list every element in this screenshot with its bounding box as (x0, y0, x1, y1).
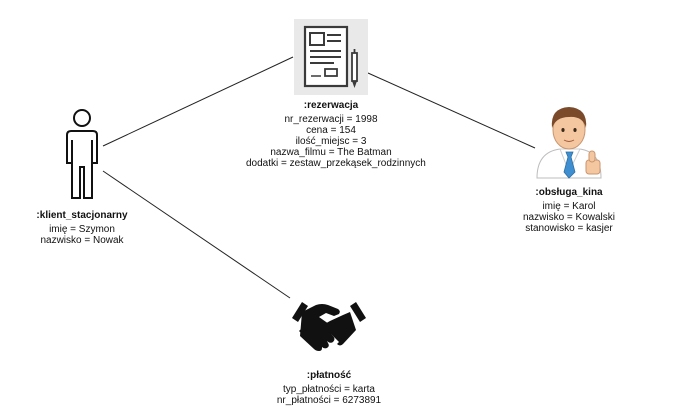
rezerwacja-attr-nr: nr_rezerwacji = 1998 (284, 114, 378, 125)
obsluga-attr-nazwisko: nazwisko = Kowalski (523, 212, 615, 223)
platnosc-attr-typ: typ_płatności = karta (283, 384, 375, 395)
klient-attr-nazwisko: nazwisko = Nowak (40, 235, 124, 246)
rezerwacja-attr-dodatki: dodatki = zestaw_przekąsek_rodzinnych (246, 158, 426, 169)
klient-attr-imie: imię = Szymon (49, 224, 115, 235)
obsluga-attr-imie: imię = Karol (542, 201, 596, 212)
document-icon (294, 19, 368, 95)
rezerwacja-label: :rezerwacja nr_rezerwacji = 1998 cena = … (246, 100, 426, 169)
link-klient-rezerwacja (102, 56, 294, 147)
link-klient-platnosc (102, 170, 291, 299)
platnosc-attr-nr: nr_płatności = 6273891 (276, 395, 382, 406)
obsluga-attr-stanowisko: stanowisko = kasjer (525, 223, 613, 234)
rezerwacja-title: :rezerwacja (303, 100, 359, 111)
obsluga-label: :obsługa_kina imię = Karol nazwisko = Ko… (509, 187, 629, 234)
person-outline-icon (66, 109, 98, 199)
klient-label: :klient_stacjonarny imię = Szymon nazwis… (22, 210, 142, 246)
platnosc-label: :płatność typ_płatności = karta nr_płatn… (264, 370, 394, 406)
rezerwacja-attr-miejsca: ilość_miejsc = 3 (295, 136, 367, 147)
rezerwacja-attr-film: nazwa_filmu = The Batman (270, 147, 392, 158)
businessman-thumbs-up-icon (536, 107, 602, 179)
klient-title: :klient_stacjonarny (36, 210, 128, 221)
platnosc-title: :płatność (306, 370, 352, 381)
rezerwacja-attr-cena: cena = 154 (306, 125, 356, 136)
link-rezerwacja-obsluga (367, 72, 536, 149)
handshake-icon (292, 302, 366, 351)
obsluga-title: :obsługa_kina (535, 187, 603, 198)
